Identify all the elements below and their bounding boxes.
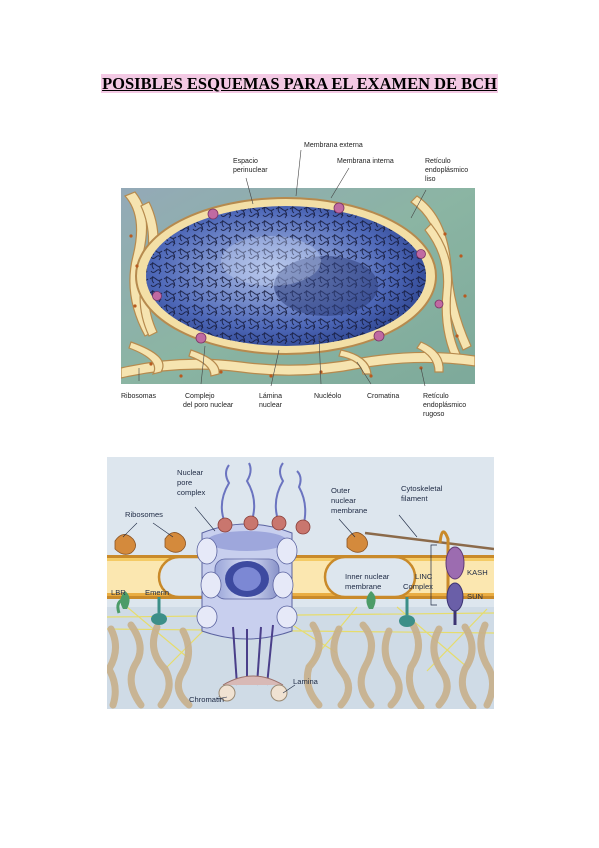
label-chromatin: Chromatin [189, 695, 224, 704]
label-lbr: LBR [111, 588, 126, 597]
label-sun: SUN [467, 592, 483, 601]
label-ribosomas: Ribosomas [121, 393, 157, 400]
label-lamina: Lamina [293, 677, 319, 686]
label-membrana-externa: Membrana externa [304, 142, 363, 149]
label-ribosomes: Ribosomes [125, 510, 163, 519]
label-kash: KASH [467, 568, 488, 577]
label-emerin: Emerin [145, 588, 169, 597]
nuclear-pore-complex [196, 462, 311, 702]
label-membrana-interna: Membrana interna [337, 158, 394, 165]
label-cromatina: Cromatina [367, 393, 399, 400]
label-nucleolo: Nucléolo [314, 393, 341, 400]
page-title: POSIBLES ESQUEMAS PARA EL EXAMEN DE BCH [101, 74, 498, 93]
